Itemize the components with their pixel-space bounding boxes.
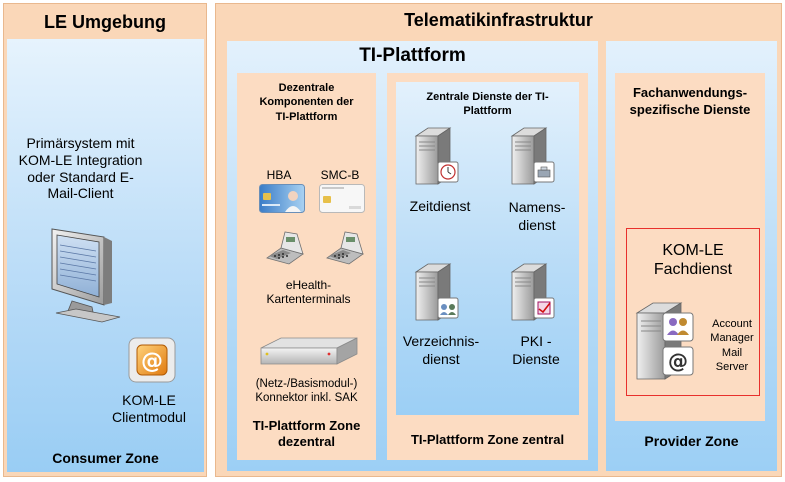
le-umgebung-title: LE Umgebung bbox=[44, 12, 166, 32]
verzeichnisdienst-server-icon bbox=[412, 262, 460, 322]
provider-zone-label: Provider Zone bbox=[644, 433, 739, 449]
zeitdienst-server-icon bbox=[412, 126, 460, 186]
pki-label: PKI - Dienste bbox=[512, 333, 560, 368]
monitor-icon bbox=[42, 223, 134, 329]
verzeichnisdienst-label: Verzeichnis-dienst bbox=[402, 333, 480, 368]
komle-fachdienst-frame: KOM-LE Fachdienst @ Accou bbox=[626, 228, 760, 396]
namensdienst-label: Namens-dienst bbox=[508, 199, 566, 234]
card-terminal-icon-2 bbox=[323, 228, 365, 265]
consumer-zone: Primärsystem mit KOM-LE Integration oder… bbox=[7, 39, 204, 472]
clientmodul-icon: @ bbox=[128, 337, 176, 383]
clientmodul-label: KOM-LE Clientmodul bbox=[112, 392, 186, 425]
smcb-label: SMC-B bbox=[320, 168, 360, 182]
zentral-panel: Zentrale Dienste der TI-Plattform bbox=[387, 73, 588, 460]
primary-system-label: Primärsystem mit KOM-LE Integration oder… bbox=[18, 135, 143, 202]
ti-plattform-title: TI-Plattform bbox=[359, 45, 466, 66]
dezentral-panel: Dezentrale Komponenten der TI-Plattform … bbox=[237, 73, 376, 460]
svg-text:@: @ bbox=[668, 349, 688, 373]
mail-server-icon: @ bbox=[633, 301, 701, 381]
zentral-title: Zentrale Dienste der TI-Plattform bbox=[426, 91, 549, 118]
dezentral-zone-label: TI-Plattform Zone dezentral bbox=[252, 418, 361, 450]
ti-plattform-panel: TI-Plattform Dezentrale Komponenten der … bbox=[227, 41, 598, 471]
le-umgebung-panel: LE Umgebung Primärsystem mit KOM-LE Inte… bbox=[3, 3, 207, 477]
telematikinfrastruktur-title: Telematikinfrastruktur bbox=[404, 10, 593, 30]
fachanwendung-panel: Fachanwendungs-spezifische Dienste KOM-L… bbox=[615, 73, 765, 421]
provider-zone-panel: Fachanwendungs-spezifische Dienste KOM-L… bbox=[606, 41, 777, 471]
komle-fachdienst-title: KOM-LE Fachdienst bbox=[653, 242, 733, 279]
zentral-zone-label: TI-Plattform Zone zentral bbox=[410, 432, 565, 447]
pki-server-icon bbox=[508, 262, 556, 322]
hba-card-icon bbox=[259, 184, 305, 213]
zeitdienst-label: Zeitdienst bbox=[409, 198, 471, 214]
smcb-card-icon bbox=[319, 184, 365, 213]
namensdienst-server-icon bbox=[508, 126, 556, 186]
hba-label: HBA bbox=[266, 168, 292, 182]
consumer-zone-label: Consumer Zone bbox=[52, 450, 159, 466]
konnektor-label: (Netz-/Basismodul-) Konnektor inkl. SAK bbox=[255, 378, 358, 404]
fachanwendung-title: Fachanwendungs-spezifische Dienste bbox=[629, 85, 751, 117]
telematikinfrastruktur-panel: Telematikinfrastruktur TI-Plattform Deze… bbox=[215, 3, 782, 477]
card-terminal-icon bbox=[263, 228, 305, 265]
mail-server-label: Account Manager Mail Server bbox=[710, 318, 754, 373]
terminals-label: eHealth-Kartenterminals bbox=[266, 278, 351, 307]
zentral-inner: Zentrale Dienste der TI-Plattform bbox=[396, 82, 579, 415]
dezentral-title: Dezentrale Komponenten der TI-Plattform bbox=[259, 82, 354, 123]
konnektor-icon bbox=[259, 336, 359, 368]
svg-text:@: @ bbox=[141, 349, 163, 374]
